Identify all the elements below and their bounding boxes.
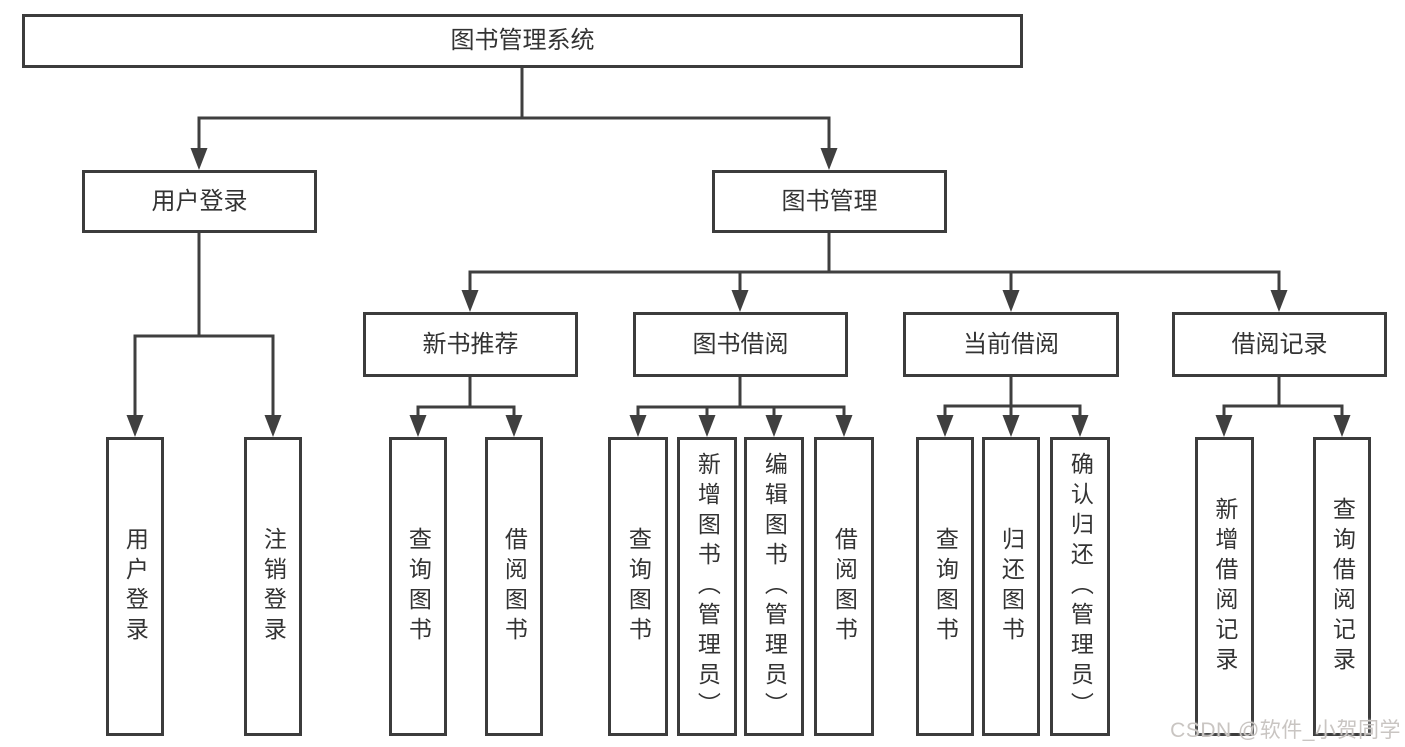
node-book-management-system: 图书管理系统 [22,14,1023,68]
arrow-down-icon [765,415,783,437]
arrow-down-icon [190,148,208,170]
arrow-down-icon [461,290,479,312]
arrow-down-icon [264,415,282,437]
edge-userlogin-to-leaves [133,233,275,420]
node-user-login: 用户登录 [82,170,317,233]
leaf-logout: 注销登录 [244,437,302,736]
leaf-query-books-borrow: 查询图书 [608,437,668,736]
leaf-borrow-books-recommend: 借阅图书 [485,437,543,736]
arrowheads [126,148,1351,437]
leaf-confirm-return-admin: 确认归还（管理员） [1050,437,1110,736]
arrow-down-icon [126,415,144,437]
leaf-query-books-current: 查询图书 [916,437,974,736]
arrow-down-icon [1215,415,1233,437]
leaf-edit-books-admin: 编辑图书（管理员） [744,437,804,736]
edge-newbook-to-leaves [416,377,516,420]
arrow-down-icon [1270,290,1288,312]
leaf-return-books: 归还图书 [982,437,1040,736]
arrow-down-icon [835,415,853,437]
leaf-query-books-recommend: 查询图书 [389,437,447,736]
edge-root-to-level2 [197,68,831,152]
node-borrowing-records: 借阅记录 [1172,312,1387,377]
arrow-down-icon [698,415,716,437]
leaf-user-login: 用户登录 [106,437,164,736]
arrow-down-icon [1002,290,1020,312]
arrow-down-icon [1071,415,1089,437]
node-new-book-recommendation: 新书推荐 [363,312,578,377]
node-book-borrowing: 图书借阅 [633,312,848,377]
arrow-down-icon [731,290,749,312]
arrow-down-icon [820,148,838,170]
leaf-add-books-admin: 新增图书（管理员） [677,437,737,736]
tree-edges [133,68,1344,420]
arrow-down-icon [409,415,427,437]
arrow-down-icon [505,415,523,437]
edge-borrowrecords-to-leaves [1222,377,1344,419]
arrow-down-icon [1333,415,1351,437]
watermark: CSDN @软件_小贺同学 [1170,719,1401,742]
arrow-down-icon [629,415,647,437]
leaf-add-borrow-record: 新增借阅记录 [1195,437,1254,736]
edge-bookborrow-to-leaves [636,377,846,420]
node-book-management: 图书管理 [712,170,947,233]
edge-currentborrow-to-leaves [943,377,1082,419]
arrow-down-icon [1002,415,1020,437]
arrow-down-icon [936,415,954,437]
node-current-borrowing: 当前借阅 [903,312,1119,377]
leaf-borrow-books: 借阅图书 [814,437,874,736]
edge-bookmgmt-to-level3 [468,233,1281,294]
leaf-query-borrow-record: 查询借阅记录 [1313,437,1371,736]
